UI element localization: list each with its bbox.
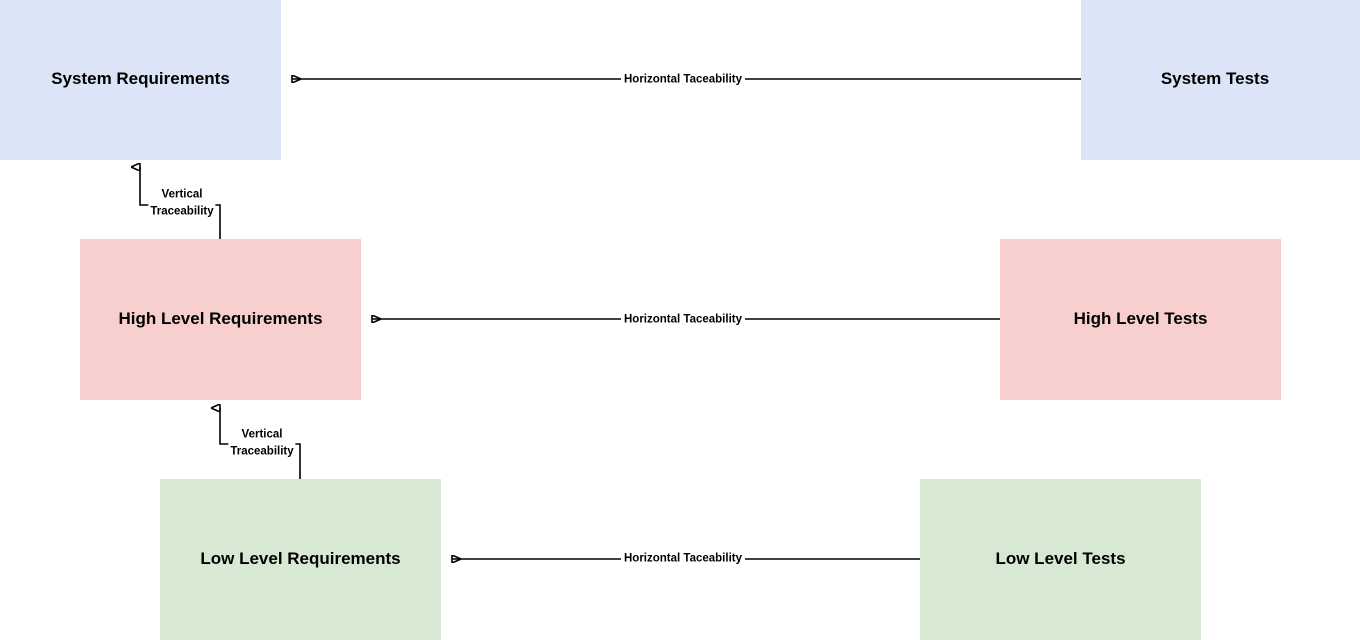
edge-label-vertical-high-line2: Traceability: [230, 445, 294, 457]
edge-label-vertical-high: Vertical Traceability: [228, 426, 296, 460]
edge-label-horizontal-low-text: Horizontal Taceability: [623, 552, 743, 565]
edge-label-vertical-system: Vertical Traceability: [148, 186, 216, 220]
node-system-tests[interactable]: System Tests: [1081, 0, 1360, 160]
edge-label-horizontal-system-text: Horizontal Taceability: [623, 73, 743, 86]
edge-label-horizontal-high: Horizontal Taceability: [620, 311, 746, 329]
edge-label-horizontal-system: Horizontal Taceability: [620, 71, 746, 89]
edge-label-horizontal-low: Horizontal Taceability: [620, 550, 746, 568]
edge-label-vertical-system-line2: Traceability: [150, 205, 214, 217]
edge-label-vertical-high-line1: Vertical: [241, 428, 283, 441]
edge-label-vertical-system-line1: Vertical: [161, 188, 203, 201]
node-low-level-tests[interactable]: Low Level Tests: [920, 479, 1201, 640]
edge-label-horizontal-high-text: Horizontal Taceability: [623, 313, 743, 326]
